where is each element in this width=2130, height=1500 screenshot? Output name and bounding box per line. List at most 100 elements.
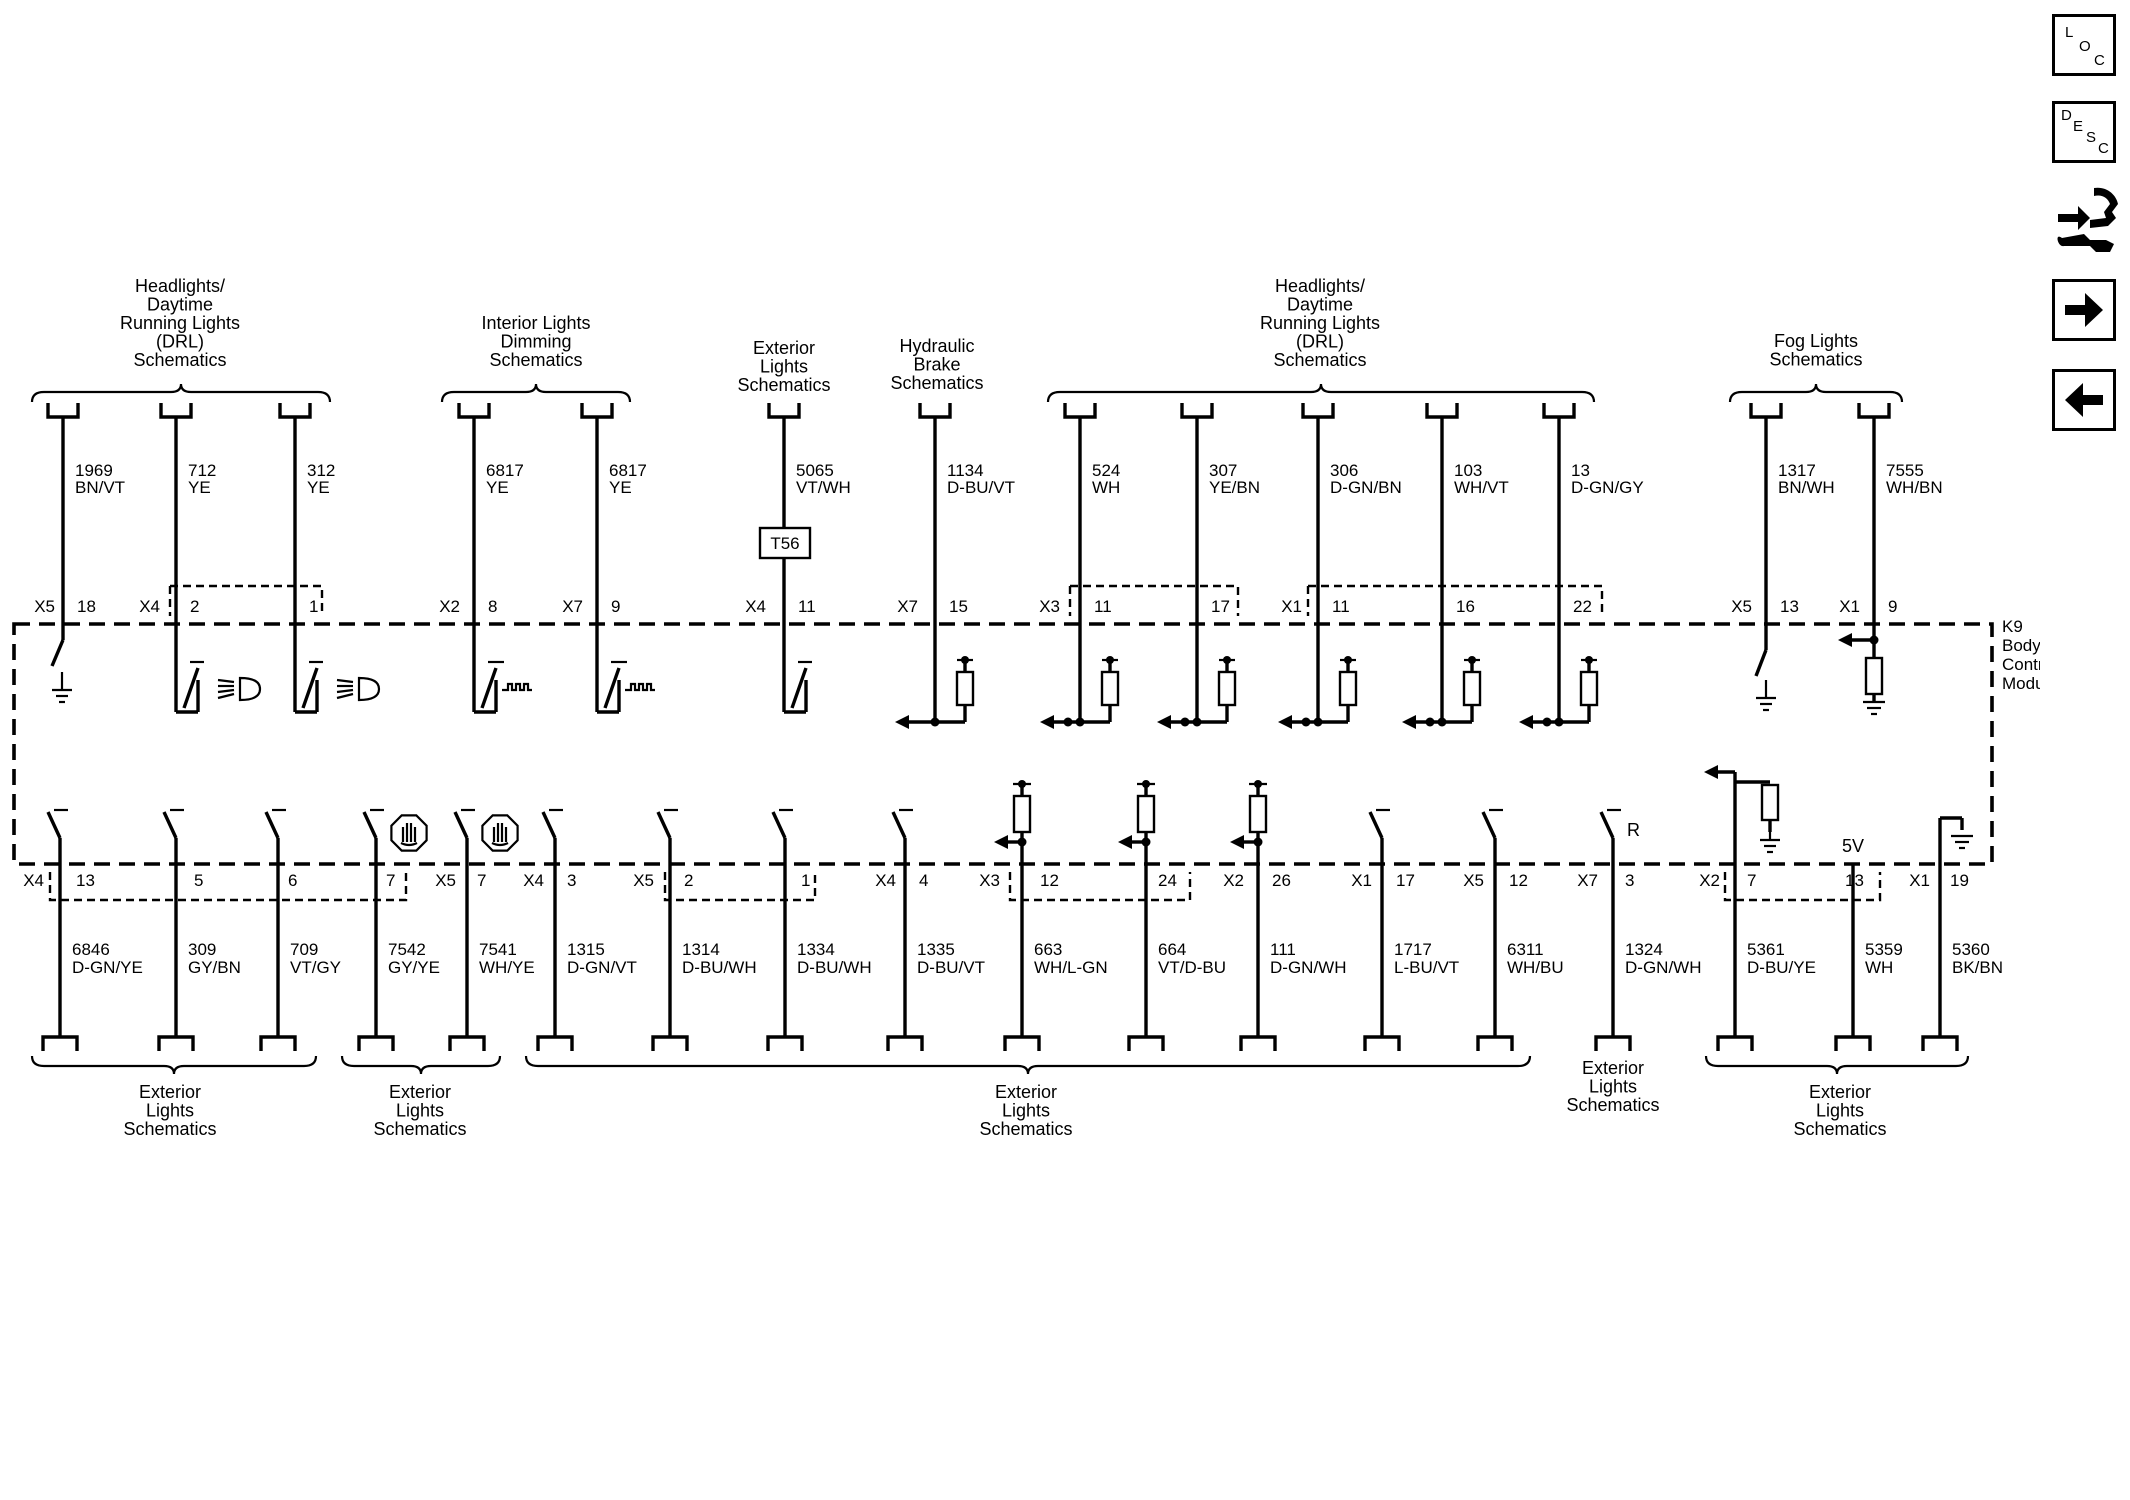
wire-color: BN/WH [1778,478,1835,497]
circuit-number: 524 [1092,461,1120,480]
resistor [1338,670,1358,707]
pin-number: 7 [1747,871,1756,890]
pin-number: 3 [567,871,576,890]
connector-terminal [46,403,80,419]
top-group-label-line: Schematics [1273,350,1366,370]
top-group-label-line: Schematics [890,373,983,393]
pin-number: 16 [1456,597,1475,616]
resistor [1462,670,1482,707]
location-button[interactable]: L O C [2052,14,2116,76]
connector-terminal [651,1035,689,1051]
wire-color: BK/BN [1952,958,2003,977]
connector-terminal [1063,403,1097,419]
resistor [1136,794,1156,834]
wire-color: BN/VT [75,478,125,497]
top-group-label-line: Brake [913,355,960,375]
resistor [1248,794,1268,834]
circuit-number: 1314 [682,940,720,959]
previous-page-button[interactable] [2052,369,2116,431]
connector-split-box [1723,872,1882,902]
pin-number: 19 [1950,871,1969,890]
ground-symbol [1863,700,1885,716]
connector-terminal [1716,1035,1754,1051]
circuit-number: 1334 [797,940,835,959]
ground-symbol [1760,838,1780,854]
arrow-left-mark [1230,835,1244,849]
top-group-label-line: Fog Lights [1774,331,1858,351]
voltage-label: 5V [1842,836,1864,856]
contact-dot [1468,656,1476,664]
connector-id: X1 [1839,597,1860,616]
arrow-left-mark [994,835,1008,849]
group-brace [524,1055,1532,1075]
wire-color: D-GN/GY [1571,478,1644,497]
next-page-button[interactable] [2052,279,2116,341]
connector-tool-button[interactable] [2050,182,2122,260]
arrow-left-mark [1040,715,1054,729]
wire-color: VT/D-BU [1158,958,1226,977]
connector-terminal [536,1035,574,1051]
connector-id: X4 [23,871,44,890]
wiring-schematic: K9 Body Control Module Headlights/Daytim… [12,276,2040,1139]
bottom-group-label-line: Lights [1816,1101,1864,1121]
desc-letter-c: C [2098,140,2109,157]
pin-number: 2 [684,871,693,890]
connector-terminal [1425,403,1459,419]
wire-color: GY/BN [188,958,241,977]
top-group-label-line: Interior Lights [481,313,590,333]
loc-letter-l: L [2065,24,2074,41]
connector-id: X5 [633,871,654,890]
arrow-left-mark [1118,835,1132,849]
connector-id: X7 [1577,871,1598,890]
pin-number: 15 [949,597,968,616]
circuit-number: 664 [1158,940,1186,959]
pin-number: 7 [386,871,395,890]
top-group-label-line: Headlights/ [135,276,225,296]
resistor [1217,670,1237,707]
bottom-group-label-line: Schematics [1793,1119,1886,1139]
connector-terminal [1003,1035,1041,1051]
wire-color: WH [1865,958,1893,977]
circuit-number: 6846 [72,940,110,959]
t56-box [758,526,812,560]
connector-terminal [1542,403,1576,419]
pin-number: 17 [1211,597,1230,616]
arrow-left-mark [1838,633,1852,647]
wire-color: WH/VT [1454,478,1509,497]
connector-terminal [1301,403,1335,419]
circuit-number: 6817 [609,461,647,480]
arrow-left-mark [895,715,909,729]
wire-color: GY/YE [388,958,440,977]
arrow-left-mark [1157,715,1171,729]
bottom-group-label-line: Schematics [979,1119,1072,1139]
connector-terminal [1476,1035,1514,1051]
top-group-label-line: Lights [760,357,808,377]
description-button[interactable]: D E S C [2052,101,2116,163]
connector-terminal [357,1035,395,1051]
wire-color: WH/L-GN [1034,958,1108,977]
bottom-group-label-line: Exterior [1582,1058,1644,1078]
circuit-number: 5361 [1747,940,1785,959]
connector-terminal [580,403,614,419]
circuit-number: 1969 [75,461,113,480]
circuit-number: 306 [1330,461,1358,480]
contact-dot [1142,780,1150,788]
pin-number: 7 [477,871,486,890]
top-group-label-line: Daytime [1287,295,1353,315]
bottom-group-label-line: Schematics [373,1119,466,1139]
